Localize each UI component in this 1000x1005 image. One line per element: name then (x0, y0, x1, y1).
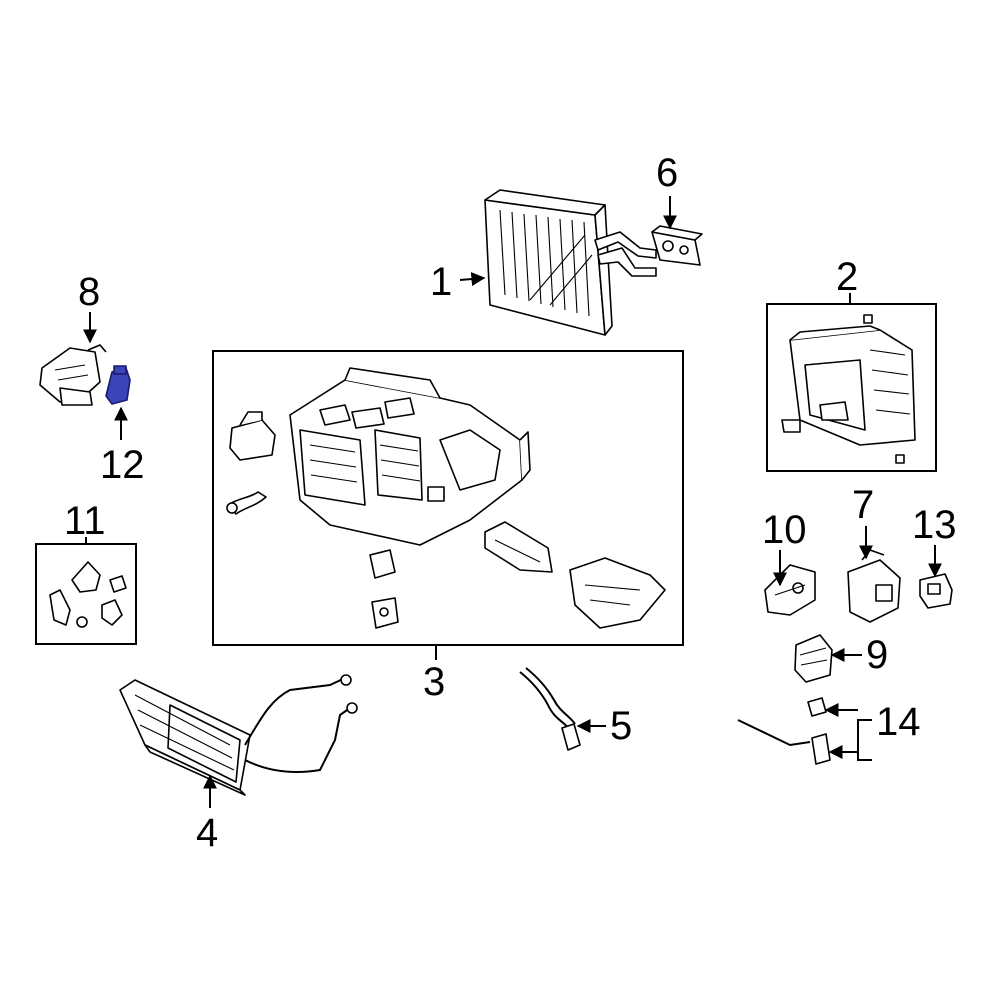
part-actuator-9 (794, 634, 833, 683)
callout-12: 12 (100, 443, 145, 487)
part-clip-b (371, 597, 399, 629)
part-duct (484, 521, 553, 573)
box-3 (212, 350, 684, 646)
callout-14: 14 (876, 700, 921, 744)
part-clip-a (369, 549, 396, 579)
part-motor-assembly (847, 549, 901, 623)
part-actuator-10 (764, 564, 816, 616)
part-upper-housing (781, 314, 916, 464)
part-heater-unit (289, 367, 531, 546)
part-bracket-a (229, 411, 276, 461)
callout-5: 5 (610, 704, 632, 748)
part-sensor-highlighted (105, 365, 131, 405)
callout-8: 8 (78, 270, 100, 314)
part-actuator-bracket (39, 344, 107, 406)
part-drain-hose (519, 667, 581, 751)
callout-9: 9 (866, 633, 888, 677)
part-expansion-valve (651, 225, 703, 266)
part-sensor-wire (737, 697, 831, 765)
part-evaporator-core (484, 189, 657, 336)
part-hose-a (226, 491, 267, 515)
callout-7: 7 (852, 483, 874, 527)
callout-10: 10 (762, 508, 807, 552)
part-small-hardware (49, 561, 127, 628)
callout-4: 4 (196, 811, 218, 855)
callout-11: 11 (64, 499, 106, 543)
part-switch-13 (919, 573, 953, 609)
part-heater-core (119, 674, 358, 796)
part-foot-duct (569, 557, 666, 629)
callout-1: 1 (430, 260, 452, 304)
callout-3: 3 (423, 660, 445, 704)
leader-14-bracket (857, 719, 872, 761)
callout-6: 6 (656, 151, 678, 195)
callout-13: 13 (912, 503, 957, 547)
box-2 (766, 303, 937, 472)
leader-1 (459, 272, 486, 287)
callout-2: 2 (836, 255, 858, 299)
